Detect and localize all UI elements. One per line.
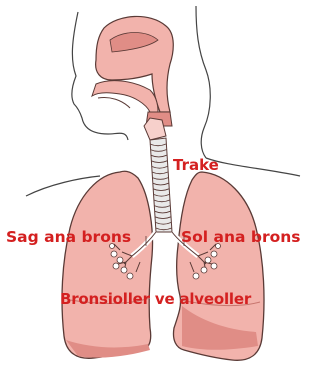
bronchioles-alveoli-label: Bronsioller ve alveoller — [60, 290, 251, 308]
left-main-bronchus-label: Sol ana brons — [181, 228, 301, 246]
left-lung — [173, 172, 264, 360]
right-main-bronchus-label: Sag ana brons — [6, 228, 131, 246]
trachea-label: Trake — [173, 156, 219, 174]
upper-airway — [92, 16, 173, 140]
trachea — [150, 138, 172, 232]
